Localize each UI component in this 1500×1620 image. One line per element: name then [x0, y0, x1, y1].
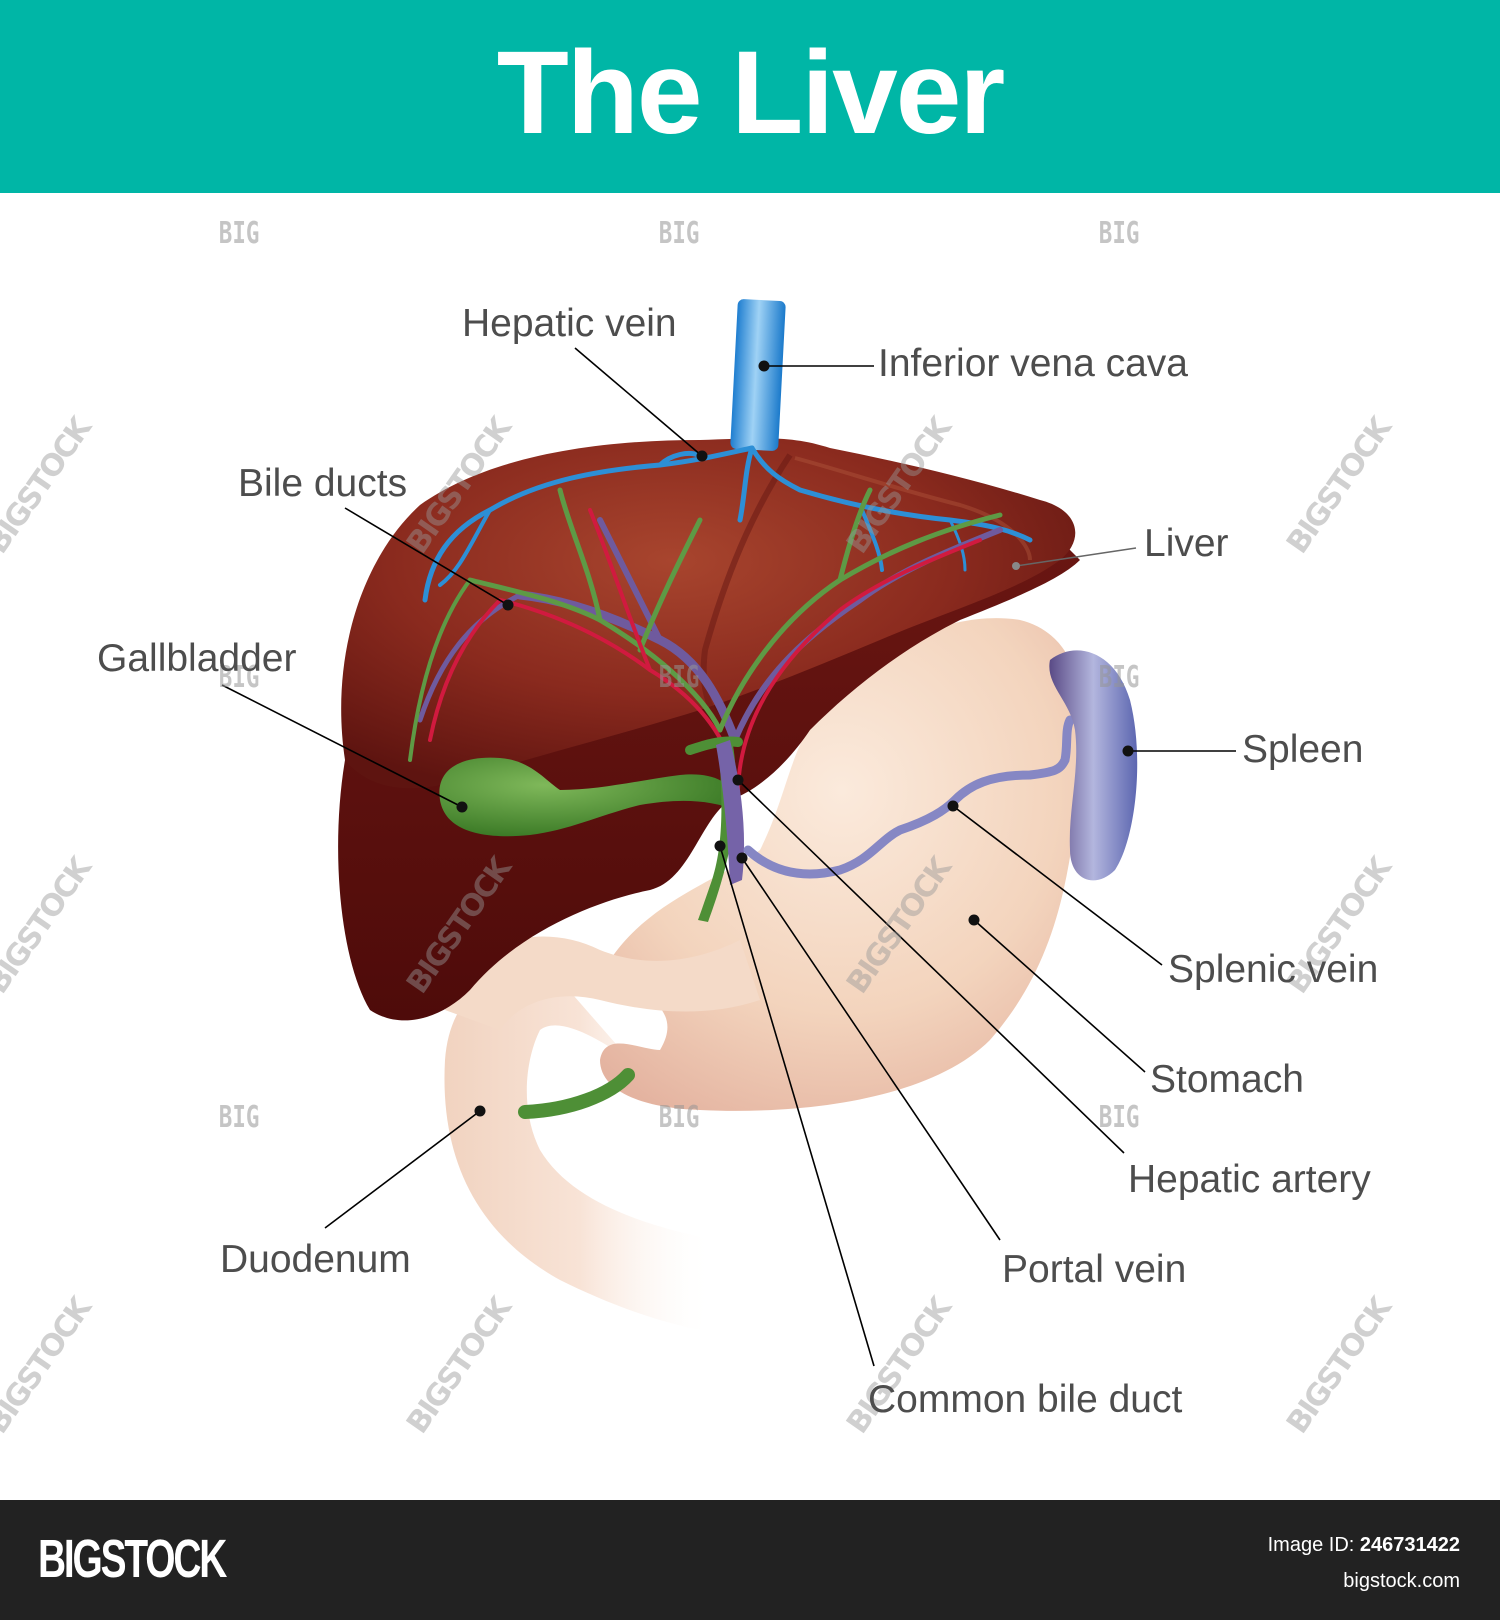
leader-dot-stomach: [968, 914, 980, 926]
label-bile-ducts: Bile ducts: [238, 462, 408, 505]
label-spleen: Spleen: [1242, 728, 1364, 771]
leader-dots: [456, 360, 1134, 1117]
splenic-vein-tube: [743, 715, 1075, 879]
title-banner: The Liver: [0, 0, 1500, 193]
leader-lines: [221, 347, 1236, 1367]
leader-liver: [1015, 547, 1137, 567]
leader-gallbladder: [221, 684, 463, 808]
leader-splenic-vein: [952, 805, 1163, 966]
footer-bar: BIGSTOCK Image ID: 246731422 bigstock.co…: [0, 1500, 1500, 1620]
duodenum-shape: [444, 973, 715, 1330]
liver-shape: [341, 438, 1076, 789]
hepatic-vein-branches: [422, 445, 1033, 603]
leader-dot-splenic-vein: [947, 800, 959, 812]
image-id-value: 246731422: [1359, 1534, 1460, 1556]
label-portal-vein: Portal vein: [1002, 1248, 1187, 1291]
leader-common-bile-duct: [719, 845, 875, 1367]
gallbladder-shape: [439, 757, 738, 837]
leader-hepatic-artery: [737, 779, 1125, 1154]
site-url: bigstock.com: [1343, 1570, 1460, 1592]
label-inferior-vena-cava: Inferior vena cava: [878, 342, 1189, 385]
inferior-vena-cava-tube: [730, 299, 786, 451]
label-common-bile-duct: Common bile duct: [868, 1378, 1183, 1421]
label-stomach: Stomach: [1150, 1058, 1304, 1101]
label-splenic-vein: Splenic vein: [1168, 948, 1379, 991]
duodenal-duct: [518, 1068, 635, 1119]
image-id: Image ID: 246731422: [1268, 1534, 1460, 1557]
label-hepatic-artery: Hepatic artery: [1128, 1158, 1371, 1201]
leader-dot-hepatic-vein: [696, 450, 708, 462]
leader-dot-duodenum: [474, 1105, 486, 1117]
brand-logo: BIGSTOCK: [38, 1529, 227, 1589]
label-hepatic-vein: Hepatic vein: [462, 302, 677, 345]
label-gallbladder: Gallbladder: [97, 637, 297, 680]
image-id-label: Image ID:: [1267, 1534, 1355, 1556]
leader-dot-gallbladder: [456, 801, 468, 813]
leader-dot-hepatic-artery: [732, 774, 744, 786]
leader-dot-common-bile-duct: [714, 840, 726, 852]
label-liver: Liver: [1144, 522, 1229, 565]
bile-duct-branches: [408, 487, 1003, 762]
leader-dot-bile-ducts: [502, 599, 514, 611]
leader-stomach: [973, 919, 1146, 1073]
leader-portal-vein: [741, 857, 1001, 1241]
leader-dot-liver: [1012, 562, 1020, 570]
page-title: The Liver: [496, 27, 1006, 159]
spleen-shape: [1049, 650, 1138, 881]
leader-hepatic-vein: [574, 347, 703, 457]
leader-dot-inferior-vena-cava: [758, 360, 770, 372]
leader-duodenum: [324, 1110, 481, 1229]
leader-bile-ducts: [344, 507, 509, 606]
leader-dot-portal-vein: [736, 852, 748, 864]
leader-dot-spleen: [1122, 745, 1134, 757]
label-duodenum: Duodenum: [220, 1238, 411, 1281]
